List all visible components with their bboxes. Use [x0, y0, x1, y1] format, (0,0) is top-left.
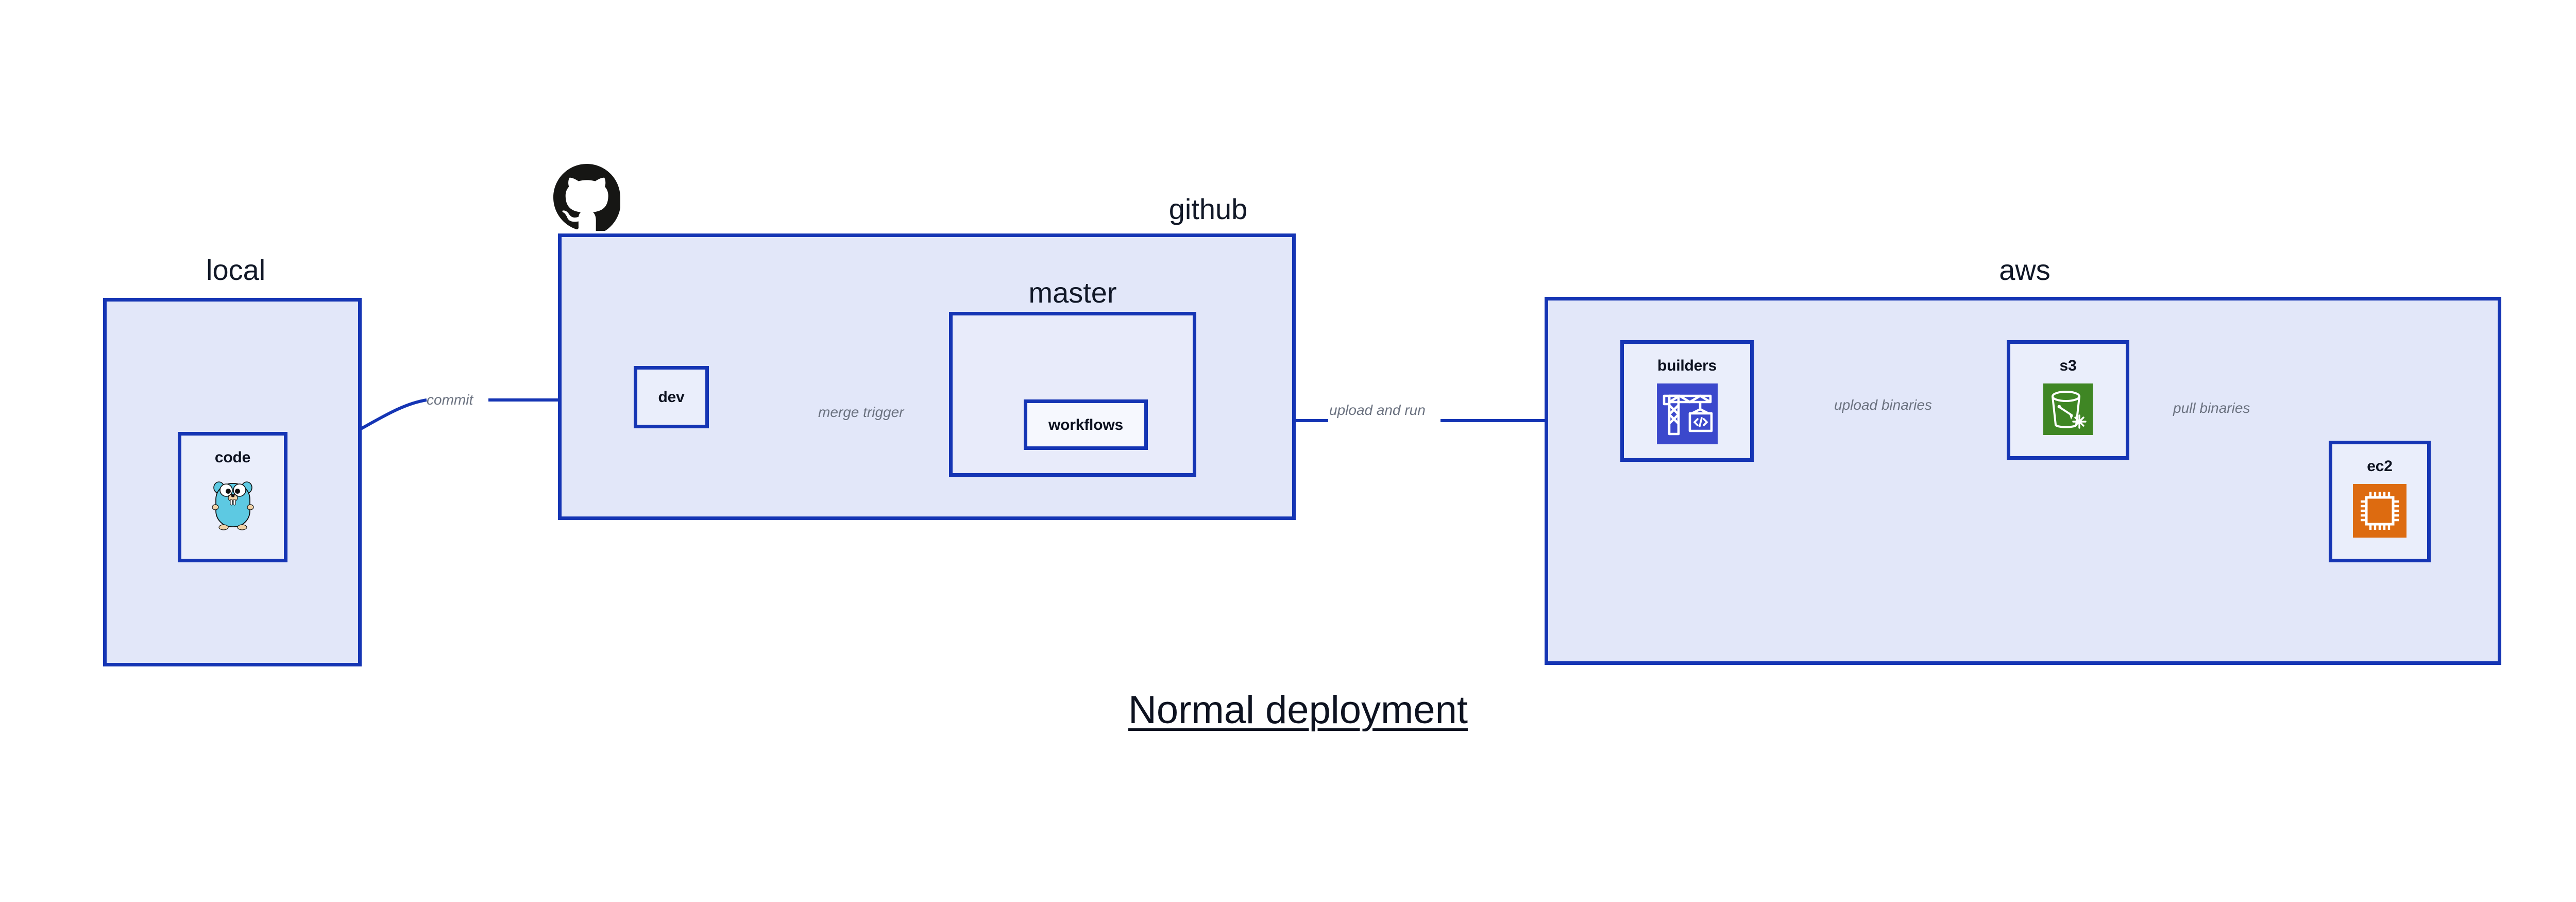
aws-s3-bucket-icon [2043, 383, 2093, 438]
diagram-title: Normal deployment [1128, 688, 1468, 732]
node-s3[interactable]: s3 [2007, 340, 2129, 460]
go-gopher-icon [210, 475, 256, 533]
group-box-master [949, 312, 1196, 477]
aws-codebuild-icon [1656, 383, 1718, 447]
node-ec2[interactable]: ec2 [2329, 441, 2431, 562]
node-label-builders: builders [1657, 357, 1717, 374]
edge-label-pull-binaries: pull binaries [2173, 400, 2250, 416]
edge-label-upload-and-run: upload and run [1329, 402, 1426, 418]
node-label-code: code [214, 449, 251, 466]
edge-label-merge-trigger: merge trigger [818, 404, 904, 420]
node-workflows[interactable]: workflows [1024, 399, 1148, 450]
edge-label-commit: commit [427, 392, 473, 408]
node-code[interactable]: code [178, 432, 287, 562]
node-label-ec2: ec2 [2367, 458, 2393, 475]
group-label-master: master [1028, 276, 1117, 309]
node-dev[interactable]: dev [634, 366, 709, 428]
node-label-s3: s3 [2059, 357, 2077, 374]
node-label-dev: dev [658, 389, 685, 406]
edge-label-upload-binaries: upload binaries [1834, 397, 1932, 413]
aws-ec2-instance-icon [2353, 484, 2406, 540]
node-builders[interactable]: builders [1620, 340, 1754, 462]
group-label-aws: aws [1999, 254, 2050, 286]
group-label-github: github [1168, 193, 1248, 225]
github-octocat-icon [553, 164, 621, 235]
group-label-local: local [206, 254, 266, 286]
node-label-workflows: workflows [1048, 416, 1123, 433]
